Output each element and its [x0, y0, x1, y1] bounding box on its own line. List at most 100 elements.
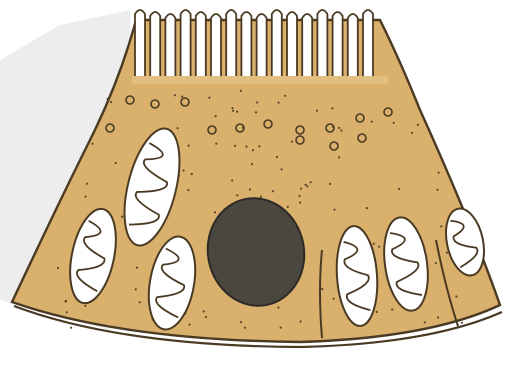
granule	[255, 111, 257, 113]
granule	[437, 316, 439, 318]
granule	[438, 172, 440, 174]
granule	[64, 300, 66, 302]
granule	[278, 102, 280, 104]
granule	[136, 267, 138, 269]
microvillus	[363, 10, 373, 78]
microvillus	[211, 14, 221, 78]
granule	[232, 110, 234, 112]
microvillus	[150, 12, 160, 78]
granule	[251, 163, 253, 165]
granule	[260, 196, 262, 198]
granule	[281, 168, 283, 170]
microvillus	[333, 12, 343, 78]
microvillus	[165, 14, 175, 78]
granule	[139, 301, 141, 303]
granule	[298, 195, 300, 197]
granule	[177, 127, 179, 129]
granule	[242, 127, 244, 129]
granule	[245, 146, 247, 148]
granule	[85, 196, 87, 198]
granule	[300, 188, 302, 190]
granule	[188, 145, 190, 147]
granule	[203, 310, 205, 312]
granule	[57, 267, 59, 269]
granule	[236, 194, 238, 196]
granule	[366, 207, 368, 209]
granule	[391, 308, 393, 310]
granule	[240, 90, 242, 92]
microvillus	[181, 10, 191, 78]
granule	[321, 288, 323, 290]
granule	[424, 321, 426, 323]
granule	[333, 209, 335, 211]
granule	[371, 121, 373, 123]
granule	[231, 179, 233, 181]
granule	[214, 211, 216, 213]
granule	[244, 327, 246, 329]
granule	[86, 183, 88, 185]
granule	[446, 252, 448, 254]
granule	[188, 324, 190, 326]
granule	[272, 190, 274, 192]
granule	[236, 111, 238, 113]
granule	[110, 101, 112, 103]
granule	[240, 321, 242, 323]
granule	[280, 327, 282, 329]
granule	[333, 298, 335, 300]
microvilli-brush-border	[132, 10, 388, 84]
granule	[411, 132, 413, 134]
granule	[258, 145, 260, 147]
granule	[234, 145, 236, 147]
terminal-web-band	[132, 76, 388, 84]
granule	[291, 141, 293, 143]
microvillus	[317, 10, 327, 78]
granule	[256, 101, 258, 103]
granule	[332, 126, 334, 128]
granule	[440, 225, 442, 227]
granule	[376, 311, 378, 313]
granule	[338, 156, 340, 158]
granule	[284, 95, 286, 97]
granule	[393, 122, 395, 124]
microvillus	[196, 12, 206, 78]
microvillus	[241, 12, 251, 78]
granule	[205, 316, 207, 318]
granule	[174, 94, 176, 96]
microvillus	[226, 10, 236, 78]
granule	[66, 311, 68, 313]
granule	[84, 305, 86, 307]
microvillus	[302, 14, 312, 78]
granule	[455, 295, 457, 297]
granule	[107, 98, 109, 100]
granule	[305, 184, 307, 186]
granule	[121, 216, 123, 218]
microvillus	[257, 14, 267, 78]
granule	[187, 189, 189, 191]
granule	[340, 129, 342, 131]
granule	[191, 173, 193, 175]
granule	[181, 96, 183, 98]
granule	[461, 322, 463, 324]
granule	[276, 156, 278, 158]
granule	[398, 188, 400, 190]
granule	[107, 325, 109, 327]
granule	[435, 262, 437, 264]
granule	[115, 162, 117, 164]
granule	[215, 115, 217, 117]
granule	[208, 97, 210, 99]
microvillus	[287, 12, 297, 78]
granule	[338, 127, 340, 129]
granule	[231, 107, 233, 109]
granule	[182, 169, 184, 171]
granule	[92, 143, 94, 145]
granule	[417, 124, 419, 126]
granule	[215, 143, 217, 145]
granule	[277, 306, 279, 308]
granule	[135, 288, 137, 290]
granule	[436, 189, 438, 191]
granule	[310, 181, 312, 183]
granule	[300, 320, 302, 322]
granule	[329, 183, 331, 185]
